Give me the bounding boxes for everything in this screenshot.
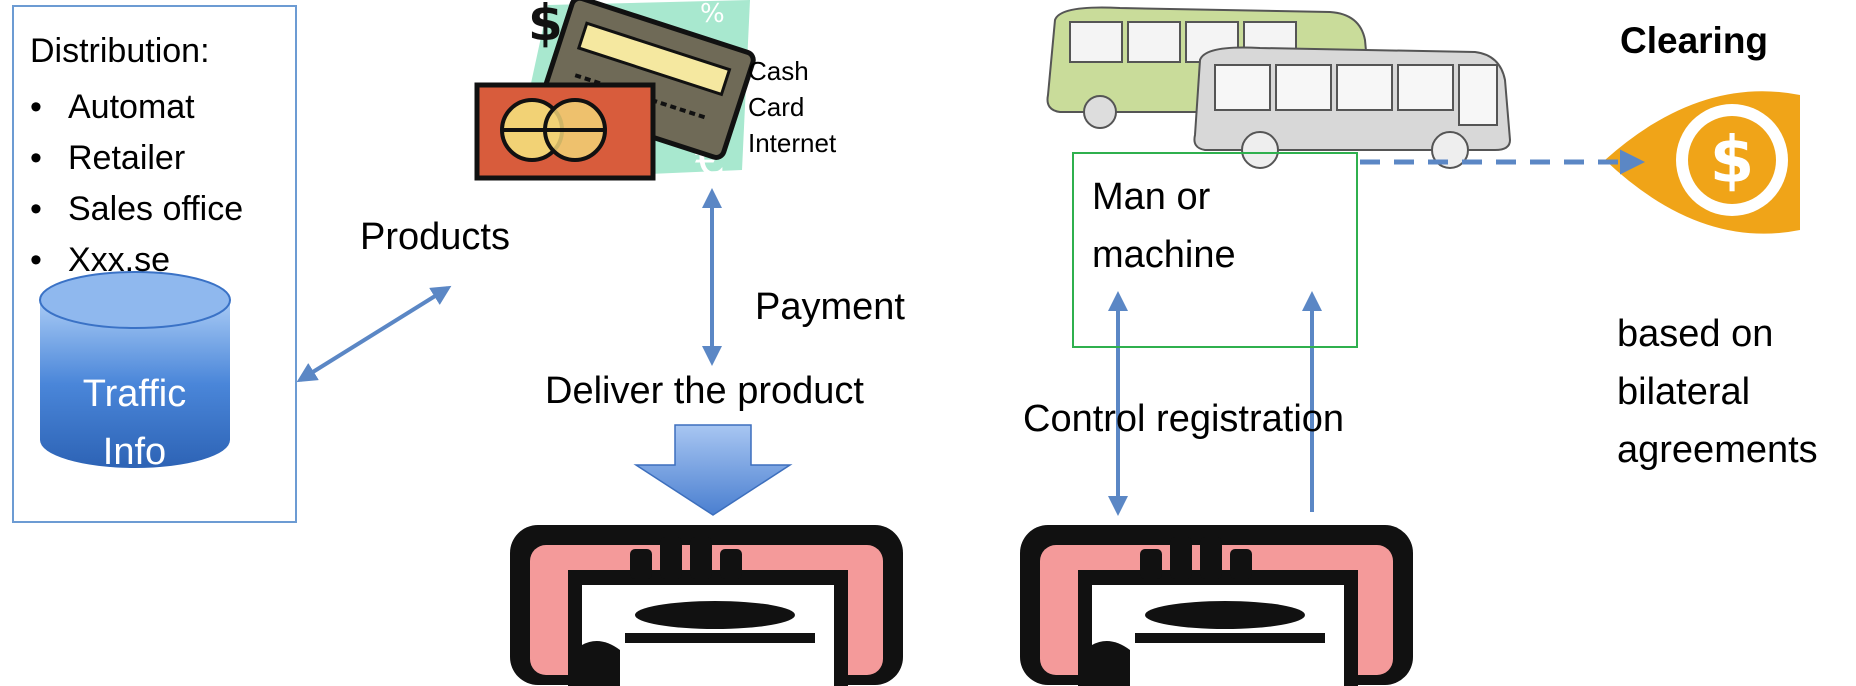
payment-methods: Cash Card Internet [748, 53, 836, 161]
validator-line2: machine [1092, 234, 1236, 276]
payment-method-internet: Internet [748, 128, 837, 158]
svg-text:%: % [700, 0, 725, 29]
deliver-down-arrow [633, 424, 793, 516]
svg-text:$: $ [1710, 124, 1755, 198]
bus-clipart [1046, 6, 1512, 169]
channel-item: Retailer [30, 133, 243, 184]
clearing-title: Clearing [1620, 20, 1769, 61]
deliver-label: Deliver the product [545, 370, 864, 412]
traffic-info-label: Traffic Info [42, 365, 227, 481]
currency-eye-icon: $ [1605, 91, 1800, 234]
validator-box [1072, 152, 1358, 348]
distribution-box [12, 5, 297, 523]
clearing-note-line: based on [1617, 313, 1774, 355]
payment-method-card: Card [748, 92, 805, 122]
device-hand-icon [510, 525, 903, 686]
payment-method-cash: Cash [748, 56, 809, 86]
traffic-info-line1: Traffic [82, 373, 187, 415]
payment-label: Payment [755, 286, 905, 328]
traffic-info-database [39, 271, 231, 468]
clearing-note-line: agreements [1617, 429, 1818, 471]
traffic-info-line2: Info [102, 431, 167, 473]
channel-item: Xxx.se [30, 235, 243, 286]
validator-label: Man or machine [1092, 168, 1342, 284]
channel-item: Automat [30, 82, 243, 133]
validator-line1: Man or [1092, 176, 1211, 218]
distribution-channel-list: Automat Retailer Sales office Xxx.se [30, 82, 243, 286]
control-registration-label: Control registration [1023, 398, 1345, 440]
channel-item: Sales office [30, 184, 243, 235]
clearing-note-line: bilateral [1617, 371, 1751, 413]
clearing-note: based on bilateral agreements [1617, 305, 1818, 479]
cards-cash-clipart: $ % € [474, 0, 756, 187]
products-arrow [296, 285, 452, 383]
products-label: Products [360, 216, 510, 258]
distribution-title: Distribution: [30, 32, 210, 70]
device-hand-icon [1020, 525, 1413, 686]
